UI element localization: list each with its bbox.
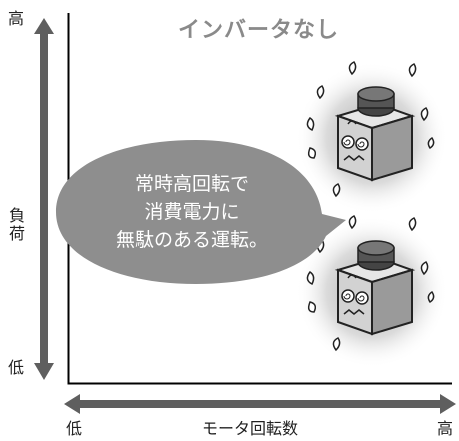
x-axis-high-label: 高 [437,419,454,438]
y-axis-low-label: 低 [8,358,25,377]
bubble-line-2: 消費電力に [144,201,240,223]
x-axis-low-label: 低 [66,419,83,438]
y-axis-high-label: 高 [8,9,25,28]
diagram-title: インバータなし [178,18,340,43]
y-axis-label-line2: 荷 [8,224,25,243]
x-axis-label: モータ回転数 [202,419,299,438]
y-axis-label: 負 荷 [8,208,26,242]
speech-bubble: 常時高回転で 消費電力に 無駄のある運転。 [62,170,322,254]
bubble-line-1: 常時高回転で [134,173,249,195]
y-axis-label-line1: 負 [8,206,25,225]
bubble-line-3: 無駄のある運転。 [115,229,268,251]
